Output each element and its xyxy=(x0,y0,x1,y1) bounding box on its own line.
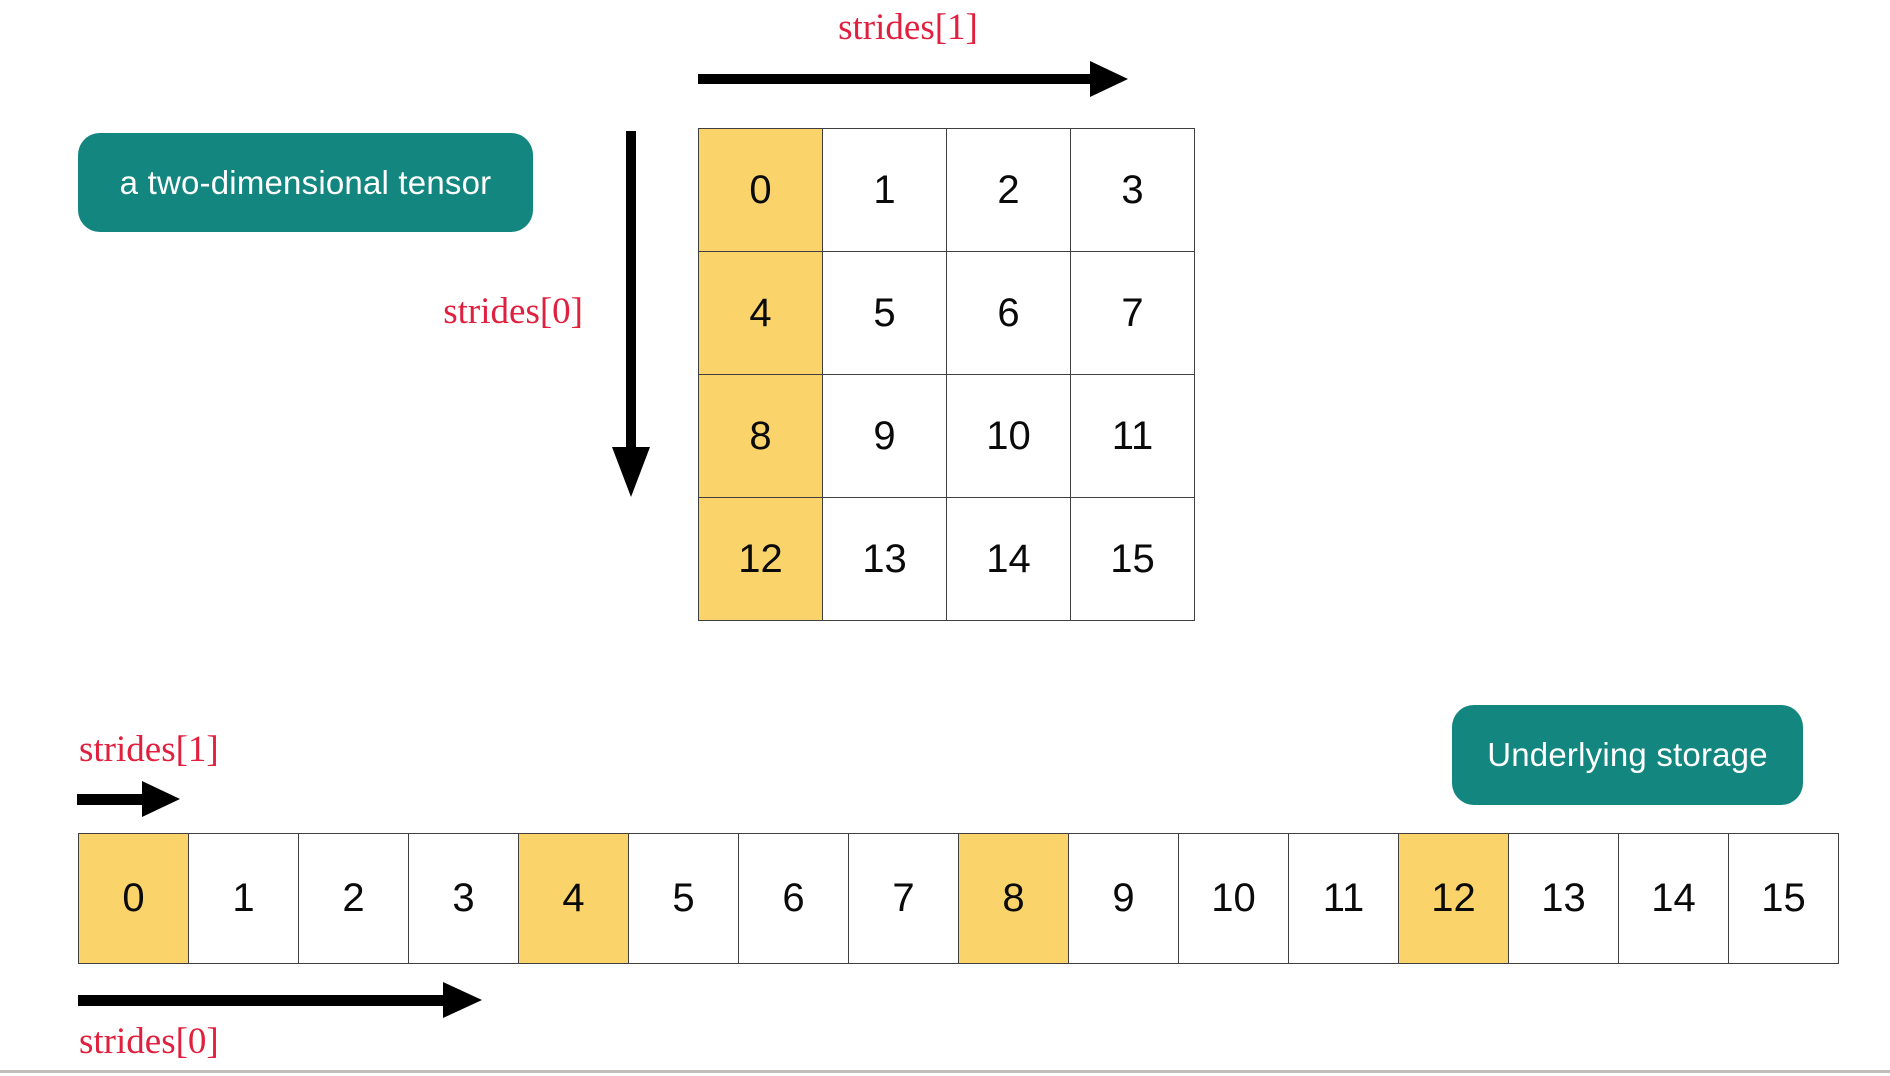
storage-cell: 4 xyxy=(519,834,629,964)
storage-badge: Underlying storage xyxy=(1452,705,1803,805)
tensor-grid-cell: 14 xyxy=(947,498,1071,621)
arrow-shaft xyxy=(77,794,142,805)
arrow-head xyxy=(142,781,180,817)
tensor-grid-cell: 10 xyxy=(947,375,1071,498)
strides0-top-label: strides[0] xyxy=(443,291,583,332)
tensor-grid-cell: 6 xyxy=(947,252,1071,375)
tensor-grid-cell: 15 xyxy=(1071,498,1195,621)
storage-cell: 3 xyxy=(409,834,519,964)
storage-cell: 2 xyxy=(299,834,409,964)
storage-cell: 9 xyxy=(1069,834,1179,964)
tensor-grid-cell: 2 xyxy=(947,129,1071,252)
storage-cell: 14 xyxy=(1619,834,1729,964)
storage-cell: 7 xyxy=(849,834,959,964)
storage-cell: 10 xyxy=(1179,834,1289,964)
tensor-badge: a two-dimensional tensor xyxy=(78,133,533,232)
tensor-grid-cell: 3 xyxy=(1071,129,1195,252)
arrow-head xyxy=(1090,61,1128,97)
arrow-head xyxy=(612,447,650,497)
tensor-grid-cell: 1 xyxy=(823,129,947,252)
storage-cell: 11 xyxy=(1289,834,1399,964)
tensor-grid-cell: 7 xyxy=(1071,252,1195,375)
storage-cell: 8 xyxy=(959,834,1069,964)
storage-cell: 13 xyxy=(1509,834,1619,964)
arrow-head xyxy=(443,982,482,1018)
tensor-grid-cell: 0 xyxy=(699,129,823,252)
arrow-shaft xyxy=(626,131,636,447)
storage-cell: 12 xyxy=(1399,834,1509,964)
tensor-grid-cell: 12 xyxy=(699,498,823,621)
storage-cell: 5 xyxy=(629,834,739,964)
tensor-grid-cell: 5 xyxy=(823,252,947,375)
tensor-grid-cell: 13 xyxy=(823,498,947,621)
storage-cell: 15 xyxy=(1729,834,1839,964)
storage-cell: 1 xyxy=(189,834,299,964)
arrow-shaft xyxy=(698,74,1090,84)
arrow-shaft xyxy=(78,995,443,1006)
tensor-grid-cell: 11 xyxy=(1071,375,1195,498)
tensor-grid-cell: 4 xyxy=(699,252,823,375)
bottom-divider xyxy=(0,1070,1890,1073)
strides1-bottom-label: strides[1] xyxy=(79,729,219,770)
strides1-top-label: strides[1] xyxy=(838,7,978,48)
tensor-grid-cell: 9 xyxy=(823,375,947,498)
tensor-grid-cell: 8 xyxy=(699,375,823,498)
storage-cell: 6 xyxy=(739,834,849,964)
strides0-bottom-label: strides[0] xyxy=(79,1021,219,1062)
storage-cell: 0 xyxy=(79,834,189,964)
